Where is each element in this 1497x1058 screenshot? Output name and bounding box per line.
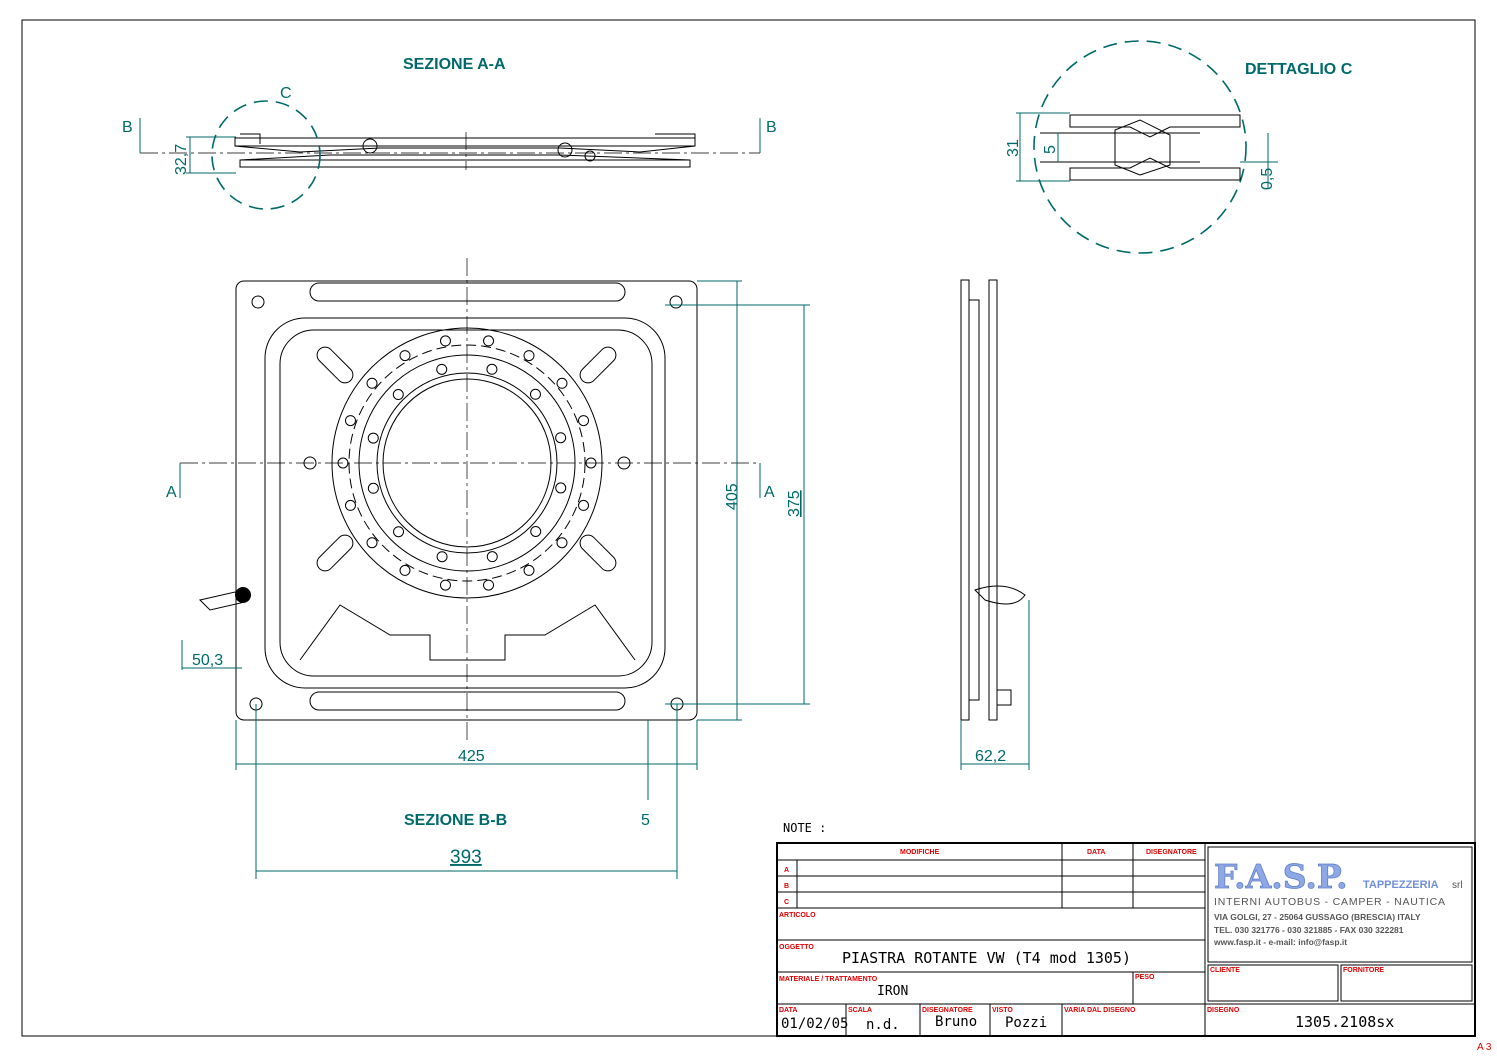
company-logo: F.A.S.P. xyxy=(1214,857,1348,896)
disegnatore-label: DISEGNATORE xyxy=(922,1007,973,1014)
materiale-label: MATERIALE / TRATTAMENTO xyxy=(779,976,878,983)
bolt-hole xyxy=(578,499,590,511)
dimension-5: 5 xyxy=(1042,145,1059,154)
bolt-hole xyxy=(399,350,411,362)
slot xyxy=(316,534,354,572)
bolt-hole xyxy=(483,335,495,347)
modifiche-header: MODIFICHE xyxy=(900,849,940,856)
slot xyxy=(579,346,617,384)
dimension-50-3: 50,3 xyxy=(192,652,223,669)
dimension-62-2: 62,2 xyxy=(975,748,1006,765)
bolt-hole xyxy=(578,415,590,427)
bolt-hole xyxy=(556,537,568,549)
bolt-hole xyxy=(344,499,356,511)
title-block: MODIFICHE DATA DISEGNATORE A B C ARTICOL… xyxy=(776,842,1492,1053)
bolt-hole xyxy=(399,564,411,576)
revision-a: A xyxy=(784,867,789,874)
revision-c: C xyxy=(784,899,789,906)
bolt-hole xyxy=(439,335,451,347)
company-logo-block: F.A.S.P. TAPPEZZERIA srl INTERNI AUTOBUS… xyxy=(1213,857,1463,947)
data-label: DATA xyxy=(779,1007,797,1014)
bolt-hole xyxy=(439,579,451,591)
bolt-hole xyxy=(486,363,498,375)
disegno-value: 1305.2108sx xyxy=(1295,1013,1394,1031)
fornitore-label: FORNITORE xyxy=(1343,967,1384,974)
sheet-format: A 3 xyxy=(1477,1042,1492,1053)
bolt-hole xyxy=(436,363,448,375)
bolt-hole xyxy=(585,457,597,469)
company-srl: srl xyxy=(1452,880,1463,891)
dimension-375: 375 xyxy=(786,490,803,517)
mount-hole xyxy=(617,456,631,470)
section-marker-a-right: A xyxy=(764,484,775,501)
bolt-hole xyxy=(366,537,378,549)
dimension-405: 405 xyxy=(724,483,741,510)
dimension-5-bottom: 5 xyxy=(641,812,650,829)
section-aa-view: SEZIONE A-A C B B 32,7 xyxy=(122,56,777,210)
bolt-hole xyxy=(486,551,498,563)
section-marker-a-left: A xyxy=(166,484,177,501)
bolt-hole xyxy=(483,579,495,591)
dimension-393: 393 xyxy=(450,847,482,868)
bolt-hole xyxy=(337,457,349,469)
revision-b: B xyxy=(784,883,789,890)
company-phone: TEL. 030 321776 - 030 321885 - FAX 030 3… xyxy=(1214,925,1404,935)
bolt-hole xyxy=(530,525,542,537)
bolt-hole xyxy=(555,432,567,444)
bolt-hole xyxy=(367,482,379,494)
bolt-hole xyxy=(556,377,568,389)
bolt-hole xyxy=(367,432,379,444)
company-address: VIA GOLGI, 27 - 25064 GUSSAGO (BRESCIA) … xyxy=(1214,912,1421,922)
articolo-label: ARTICOLO xyxy=(779,912,816,919)
slot xyxy=(316,346,354,384)
bolt-hole xyxy=(366,377,378,389)
bolt-hole xyxy=(555,482,567,494)
detail-marker-c: C xyxy=(280,85,292,102)
plate-top-view: A A xyxy=(166,258,775,740)
bolt-hole xyxy=(436,551,448,563)
disegnatore-header: DISEGNATORE xyxy=(1146,849,1197,856)
bolt-hole xyxy=(523,350,535,362)
oggetto-value: PIASTRA ROTANTE VW (T4 mod 1305) xyxy=(842,949,1131,967)
bolt-hole xyxy=(523,564,535,576)
bolt-hole xyxy=(392,389,404,401)
bolt-hole xyxy=(344,415,356,427)
detail-c-title: DETTAGLIO C xyxy=(1245,61,1353,78)
varia-label: VARIA DAL DISEGNO xyxy=(1064,1007,1136,1014)
section-marker-b-left: B xyxy=(122,119,133,136)
disegnatore-value: Bruno xyxy=(935,1014,977,1030)
oggetto-label: OGGETTO xyxy=(779,944,814,951)
plate-side-view: 62,2 xyxy=(960,279,1030,770)
disegno-label: DISEGNO xyxy=(1207,1007,1240,1014)
cliente-label: CLIENTE xyxy=(1210,967,1240,974)
section-aa-title: SEZIONE A-A xyxy=(403,56,506,73)
materiale-value: IRON xyxy=(877,984,908,999)
sheet-border xyxy=(21,19,1476,1037)
scala-label: SCALA xyxy=(848,1007,872,1014)
company-tagline: TAPPEZZERIA xyxy=(1363,879,1439,891)
section-marker-b-right: B xyxy=(766,119,777,136)
company-web: www.fasp.it - e-mail: info@fasp.it xyxy=(1213,937,1347,947)
plate-dimensions: 405 375 425 393 5 50,3 SEZIONE B-B xyxy=(181,280,810,879)
scala-value: n.d. xyxy=(866,1017,900,1033)
detail-c-view: DETTAGLIO C 31 5 0,5 xyxy=(1005,40,1353,254)
dimension-31: 31 xyxy=(1005,139,1022,157)
dimension-425: 425 xyxy=(458,748,485,765)
notes-label: NOTE : xyxy=(783,821,826,835)
peso-label: PESO xyxy=(1135,974,1155,981)
bolt-hole xyxy=(393,526,405,538)
bolt-hole xyxy=(529,388,541,400)
company-line1: INTERNI AUTOBUS - CAMPER - NAUTICA xyxy=(1214,896,1446,908)
mount-hole xyxy=(303,456,317,470)
data-value: 01/02/05 xyxy=(781,1016,848,1032)
data-header: DATA xyxy=(1087,849,1105,856)
dimension-32-7: 32,7 xyxy=(173,144,190,175)
section-bb-title: SEZIONE B-B xyxy=(404,812,507,829)
dimension-0-5: 0,5 xyxy=(1259,168,1276,190)
slot xyxy=(579,534,617,572)
visto-label: VISTO xyxy=(992,1007,1013,1014)
visto-value: Pozzi xyxy=(1005,1015,1047,1031)
